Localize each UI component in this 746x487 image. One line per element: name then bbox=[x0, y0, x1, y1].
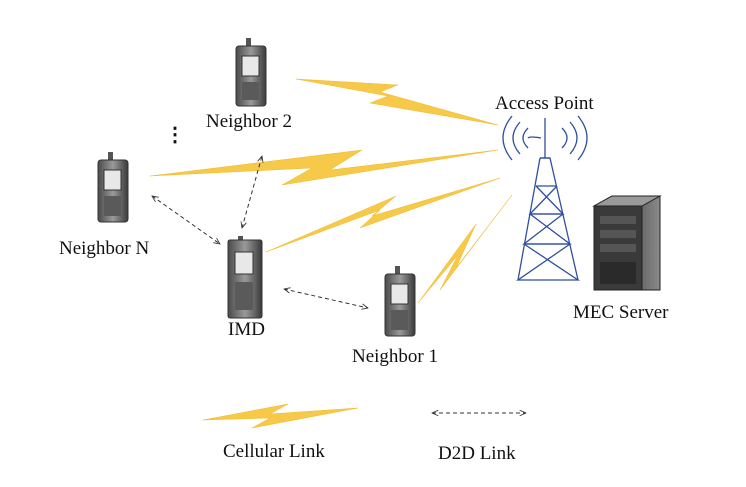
cellular-link-neighborN-ap bbox=[149, 149, 499, 186]
imd-label: IMD bbox=[228, 319, 265, 340]
access-point-tower-icon bbox=[502, 115, 588, 281]
neighbor-2-phone-icon bbox=[235, 38, 267, 107]
d2d-links bbox=[152, 156, 368, 308]
d2d-link-neighborN-imd bbox=[152, 196, 220, 244]
neighbor-2-label: Neighbor 2 bbox=[206, 111, 293, 132]
neighbor-n-label: Neighbor N bbox=[59, 238, 150, 259]
cellular-link-neighbor2-ap bbox=[295, 78, 499, 126]
legend-cellular-link-icon bbox=[202, 403, 359, 429]
cellular-links bbox=[149, 78, 513, 304]
legend-d2d-link-label: D2D Link bbox=[438, 443, 516, 464]
neighbor-n-phone-icon bbox=[97, 152, 129, 223]
neighbor-1-label: Neighbor 1 bbox=[352, 346, 439, 367]
cellular-link-neighbor1-ap bbox=[417, 194, 513, 304]
access-point-label: Access Point bbox=[495, 93, 594, 114]
d2d-link-imd-neighbor1 bbox=[284, 289, 368, 308]
cellular-link-imd-ap bbox=[265, 177, 501, 253]
d2d-link-imd-neighbor2 bbox=[242, 156, 262, 228]
neighbor-1-phone-icon bbox=[384, 266, 416, 337]
legend-cellular-link-label: Cellular Link bbox=[223, 441, 325, 462]
imd-phone-icon bbox=[227, 236, 263, 319]
mec-server-label: MEC Server bbox=[573, 302, 669, 323]
mec-server-icon bbox=[592, 195, 662, 291]
more-neighbors-ellipsis: ⋮ bbox=[165, 124, 185, 146]
